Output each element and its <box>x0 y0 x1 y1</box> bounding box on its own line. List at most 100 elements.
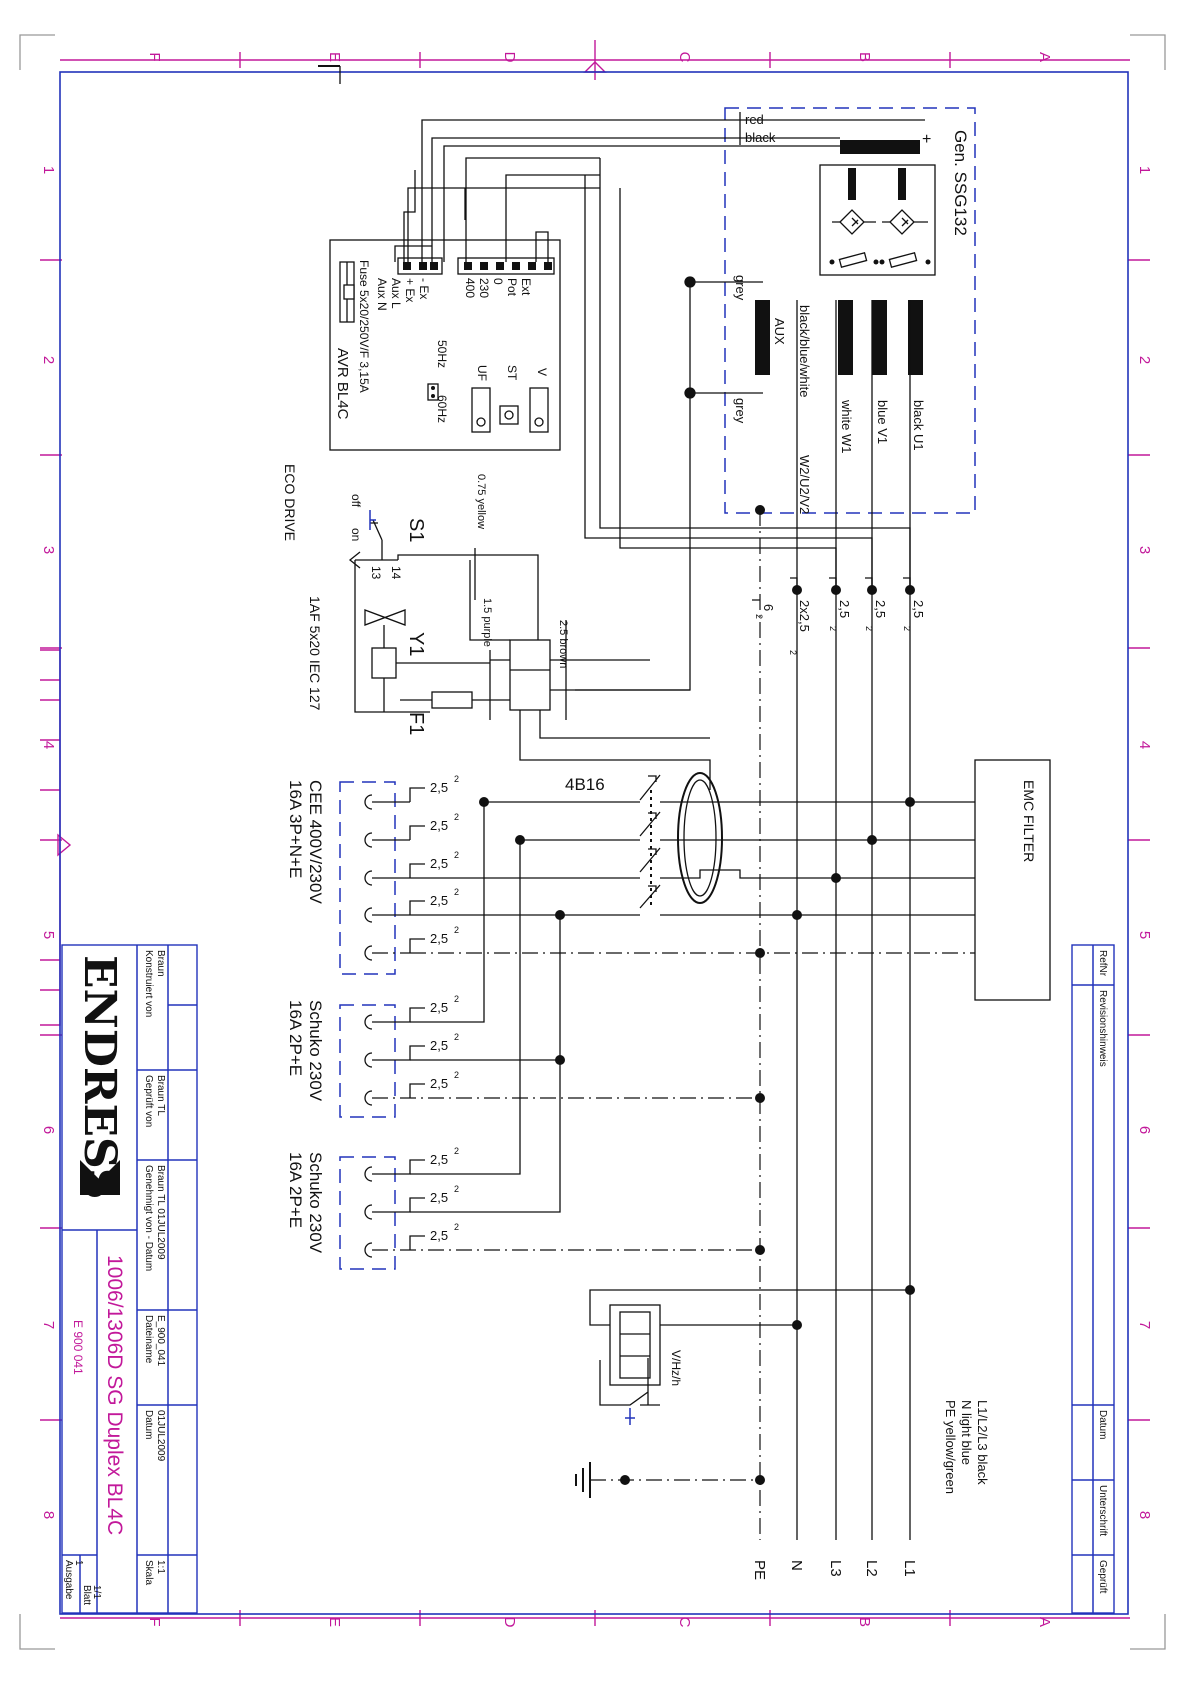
svg-text:2: 2 <box>902 626 912 631</box>
col-B-top: B <box>856 52 873 62</box>
bus-l2: L2 <box>863 1560 880 1577</box>
schuko2-label-1: Schuko 230V <box>306 1152 325 1254</box>
blue-v1-label: blue V1 <box>875 400 890 444</box>
col-E-bot: E <box>326 1617 343 1627</box>
row-8-right: 8 <box>1136 1511 1153 1519</box>
rev-datum: Datum <box>1097 1410 1108 1439</box>
wire-purple-label: 1.5 purple <box>481 598 493 647</box>
svg-text:2: 2 <box>754 614 764 619</box>
term-aux-n: Aux N <box>375 278 389 311</box>
drawing-number: E 900 041 <box>71 1320 85 1375</box>
meter-section: V/Hz/h <box>575 1285 915 1498</box>
cee-cs-1: 2,5 <box>430 780 448 795</box>
svg-text:2: 2 <box>454 1032 459 1042</box>
zone-labels: F E D C B A F E D C B A 1 2 3 4 5 6 7 8 … <box>40 52 1153 1628</box>
schuko2-cs-2: 2,5 <box>430 1190 448 1205</box>
term-0: 0 <box>491 278 505 285</box>
row-2-right: 2 <box>1136 356 1153 364</box>
rev-unterschrift: Unterschrift <box>1097 1485 1108 1536</box>
dateiname-label: Dateiname <box>143 1315 154 1364</box>
term-400: 400 <box>463 278 477 298</box>
skala-label: Skala <box>143 1560 154 1585</box>
zone-frame <box>40 40 1150 1626</box>
cs-pe: 6 <box>761 604 776 611</box>
row-7-left: 7 <box>40 1321 57 1329</box>
eco-drive-label: ECO DRIVE <box>282 464 298 541</box>
avr: AVR BL4C Fuse 5x20/250V/F 3,15A Aux N Au… <box>329 239 561 451</box>
schuko1-label-1: Schuko 230V <box>306 1000 325 1102</box>
dateiname-val: E_900_041 <box>155 1315 166 1367</box>
svg-text:2: 2 <box>454 887 459 897</box>
row-1-right: 1 <box>1136 166 1153 174</box>
legend-line-2: N light blue <box>959 1400 974 1465</box>
row-3-left: 3 <box>40 546 57 554</box>
svg-text:2: 2 <box>454 850 459 860</box>
row-2-left: 2 <box>40 356 57 364</box>
avr-uf: UF <box>475 365 489 381</box>
konstruiert-val: Braun <box>155 950 166 977</box>
grey-label-top: grey <box>733 275 748 301</box>
wire-red: red <box>745 112 764 127</box>
drawing-frame <box>59 71 1129 1615</box>
blatt-label: Blatt <box>81 1585 92 1605</box>
bus-labels: PE N L3 L2 L1 <box>751 1560 918 1580</box>
generator-title: Gen. SSG132 <box>951 130 970 236</box>
geprueft-label: Geprüft von <box>143 1075 154 1127</box>
svg-text:2: 2 <box>788 650 798 655</box>
schuko1-cs-3: 2,5 <box>430 1076 448 1091</box>
col-B-bot: B <box>856 1617 873 1627</box>
w2u2v2-label: W2/U2/V2 <box>797 455 812 514</box>
t13-label: 13 <box>369 566 383 580</box>
schuko2-cs-3: 2,5 <box>430 1228 448 1243</box>
buses <box>752 300 915 1540</box>
endress-logo-mark <box>80 1160 120 1195</box>
schuko2-label-2: 16A 2P+E <box>286 1152 305 1228</box>
color-legend: L1/L2/L3 black N light blue PE yellow/gr… <box>943 1400 990 1494</box>
grey-label-bot: grey <box>733 398 748 424</box>
avr-v: V <box>535 368 549 376</box>
cs-w1: 2x2,5 <box>797 600 812 632</box>
endress-logo: ENDRESS <box>74 955 125 1200</box>
col-A-top: A <box>1036 52 1053 62</box>
col-A-bot: A <box>1036 1617 1053 1627</box>
svg-text:2: 2 <box>454 812 459 822</box>
col-D-top: D <box>501 52 518 63</box>
row-6-left: 6 <box>40 1126 57 1134</box>
wire-brown-label: 2.5 brown <box>557 620 569 668</box>
row-8-left: 8 <box>40 1511 57 1519</box>
row-4-right: 4 <box>1136 741 1153 749</box>
svg-text:2: 2 <box>454 1184 459 1194</box>
aux-winding-label: AUX <box>772 318 787 345</box>
bus-l3: L3 <box>827 1560 844 1577</box>
col-F-bot: F <box>146 1617 163 1626</box>
term-230: 230 <box>477 278 491 298</box>
drawing-title: 1006/1306D SG Duplex BL4C <box>103 1255 126 1535</box>
schuko1-cs-2: 2,5 <box>430 1038 448 1053</box>
col-D-bot: D <box>501 1617 518 1628</box>
legend-line-1: L1/L2/L3 black <box>975 1400 990 1485</box>
ausgabe-val: 1 <box>73 1560 84 1566</box>
blatt-val: 1/1 <box>91 1585 102 1599</box>
ausgabe-label: Ausgabe <box>63 1560 74 1600</box>
cross-sections: 2x2,5 2,5 2,5 2,5 6 2 2 2 2 2 <box>754 600 926 655</box>
black-u1-label: black U1 <box>911 400 926 451</box>
wire-yellow-label: 0.75 yellow <box>475 474 487 529</box>
schuko1-label-2: 16A 2P+E <box>286 1000 305 1076</box>
outlets: 2,5 2,5 2,5 2,5 2,5 2 2 2 2 2 CEE 400V/2… <box>286 774 765 1270</box>
cee-cs-3: 2,5 <box>430 856 448 871</box>
y1-label: Y1 <box>405 632 427 656</box>
wire-black: black <box>745 130 776 145</box>
term-ext: Ext <box>519 278 533 296</box>
cee-label-2: 16A 3P+N+E <box>286 780 305 878</box>
avr-name: AVR BL4C <box>334 348 351 420</box>
term-minus-ex: - Ex <box>417 278 431 299</box>
breaker-label: 4B16 <box>565 775 605 794</box>
datum-label: Datum <box>143 1410 154 1439</box>
emc-filter <box>974 759 1051 1001</box>
term-aux-l: Aux L <box>389 278 403 309</box>
row-1-left: 1 <box>40 166 57 174</box>
generator: Gen. SSG132 + AUX red black grey grey bl… <box>724 107 976 514</box>
meter-label: V/Hz/h <box>669 1350 683 1386</box>
rev-refnr: RefNr <box>1097 950 1108 977</box>
